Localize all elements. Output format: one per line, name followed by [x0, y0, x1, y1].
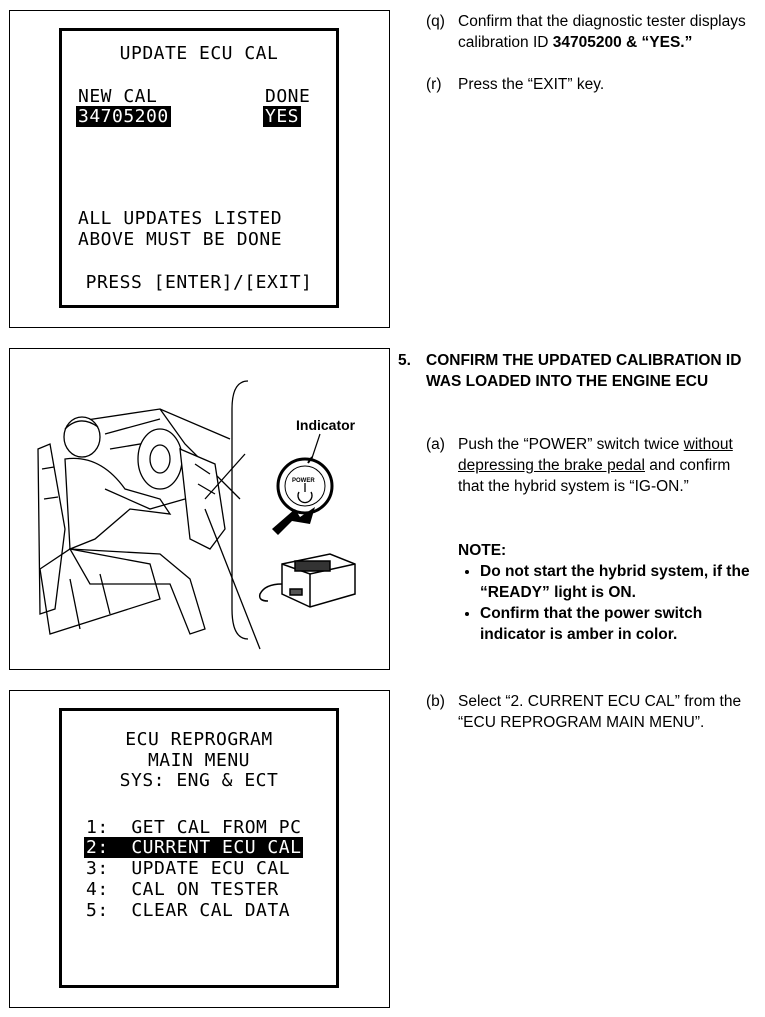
step-b-marker: (b) — [426, 693, 445, 710]
figure-power-switch-illustration: Indicator POWER — [9, 348, 390, 670]
done-value: YES — [263, 106, 302, 127]
menu-title-1: ECU REPROGRAM — [125, 729, 273, 750]
menu-item-3: 3: UPDATE ECU CAL — [86, 858, 291, 879]
menu-item-4: 4: CAL ON TESTER — [86, 879, 279, 900]
step-a-underlined: without depressing the brake pedal — [458, 436, 733, 474]
menu-title-3: SYS: ENG & ECT — [119, 770, 279, 791]
notice-line-2: ABOVE MUST BE DONE — [78, 229, 283, 250]
power-switch-icon — [276, 456, 334, 515]
note-item-1: Do not start the hybrid system, if the “… — [480, 561, 760, 603]
menu-item-1: 1: GET CAL FROM PC — [86, 817, 302, 838]
press-enter-exit: PRESS [ENTER]/[EXIT] — [85, 272, 313, 293]
driver-illustration — [37, 380, 356, 650]
step-a-text-end: and confirm that the hybrid system is “I… — [458, 457, 731, 495]
power-label: POWER — [292, 478, 315, 484]
done-label: DONE — [265, 86, 311, 107]
indicator-label: Indicator — [296, 417, 356, 433]
note-label: NOTE: — [458, 542, 507, 559]
menu-title-2: MAIN MENU — [147, 750, 251, 771]
figure-main-menu: ECU REPROGRAM MAIN MENU SYS: ENG & ECT 1… — [9, 690, 390, 1008]
note-item-2: Confirm that the power switch indicator … — [480, 603, 760, 645]
step-a-marker: (a) — [426, 436, 445, 453]
step-q-bold: 34705200 & “YES.” — [552, 34, 693, 51]
step-q-text: Confirm that the diagnostic tester displ… — [458, 13, 746, 51]
step-r-text: Press the “EXIT” key. — [458, 76, 605, 93]
notice-line-1: ALL UPDATES LISTED — [78, 208, 283, 229]
step-q-marker: (q) — [426, 13, 445, 30]
note-block: NOTE: Do not start the hybrid system, if… — [458, 540, 760, 645]
step-a-text: Push the “POWER” switch twice — [458, 436, 684, 453]
step-b-text: Select “2. CURRENT ECU CAL” from the “EC… — [458, 693, 742, 731]
new-cal-label: NEW CAL — [78, 86, 158, 107]
menu-item-5: 5: CLEAR CAL DATA — [86, 900, 291, 921]
menu-item-2-selected: 2: CURRENT ECU CAL — [84, 837, 304, 858]
figure-update-ecu-cal: UPDATE ECU CAL NEW CAL DONE 34705200 YES… — [9, 10, 390, 328]
tester-device-icon — [258, 553, 356, 608]
step-5-marker: 5. — [398, 352, 411, 369]
step-r-marker: (r) — [426, 76, 442, 93]
step-5-heading: CONFIRM THE UPDATED CALIBRATION ID WAS L… — [426, 352, 742, 390]
tester-screen-main-menu: ECU REPROGRAM MAIN MENU SYS: ENG & ECT 1… — [59, 708, 339, 988]
screen-title: UPDATE ECU CAL — [119, 43, 279, 64]
tester-screen-update: UPDATE ECU CAL NEW CAL DONE 34705200 YES… — [59, 28, 339, 308]
hand-arrow-icon — [272, 507, 315, 535]
cal-id-value: 34705200 — [76, 106, 171, 127]
note-list: Do not start the hybrid system, if the “… — [458, 561, 760, 645]
